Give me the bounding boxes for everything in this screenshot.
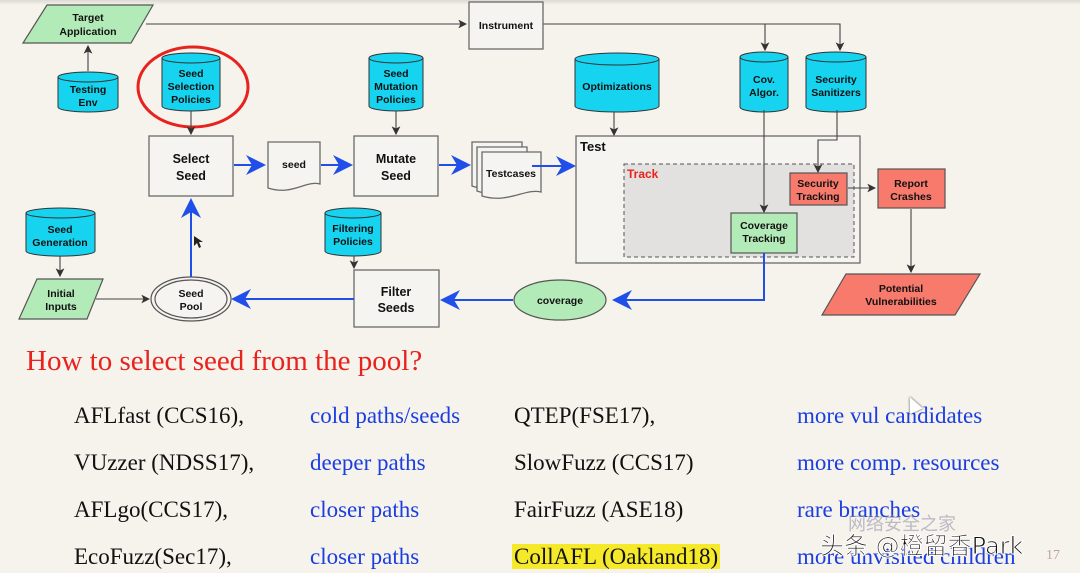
left-tool-1: AFLfast (CCS16),	[74, 403, 244, 428]
left-desc-3: closer paths	[310, 497, 420, 522]
target-application-label-1: Target	[72, 12, 104, 24]
left-desc-2: deeper paths	[310, 450, 426, 475]
filter-seeds-node: Filter Seeds	[353, 269, 440, 328]
left-tool-4: EcoFuzz(Sec17),	[74, 544, 232, 569]
ssp-label-3: Policies	[171, 94, 211, 106]
sec-tracking-label-1: Security	[797, 178, 839, 190]
testing-env-label-2: Env	[78, 97, 97, 109]
initial-inputs-label-2: Inputs	[45, 301, 77, 313]
optimizations-db: Optimizations	[574, 52, 660, 113]
testing-env-label-1: Testing	[70, 84, 107, 96]
coverage-node: coverage	[513, 279, 607, 321]
report-crashes-node: Report Crashes	[877, 168, 946, 209]
vulns-label-1: Potential	[879, 283, 923, 295]
cov-algor-label-1: Cov.	[753, 74, 775, 86]
initial-inputs-label-1: Initial	[47, 288, 75, 300]
filtering-label-2: Policies	[333, 236, 373, 248]
security-tracking-node: Security Tracking	[789, 172, 848, 206]
filter-seeds-label-2: Seeds	[378, 301, 415, 315]
smp-label-1: Seed	[383, 68, 408, 80]
seed-pool-label-1: Seed	[178, 288, 203, 300]
question-heading: How to select seed from the pool?	[26, 345, 423, 377]
report-crashes-label-2: Crashes	[890, 191, 932, 203]
select-seed-label-2: Seed	[176, 169, 206, 183]
cov-algor-db: Cov. Algor.	[739, 51, 789, 113]
seed-doc-label: seed	[282, 159, 306, 171]
vulns-label-2: Vulnerabilities	[865, 296, 937, 308]
left-tool-2: VUzzer (NDSS17),	[74, 450, 255, 475]
seed-pool-label-2: Pool	[180, 301, 203, 313]
seed-pool-node: Seed Pool	[150, 276, 232, 322]
track-label: Track	[627, 167, 659, 181]
right-tool-2: SlowFuzz (CCS17)	[514, 450, 694, 475]
ssp-label-1: Seed	[178, 68, 203, 80]
filter-seeds-label-1: Filter	[381, 285, 412, 299]
cov-tracking-label-2: Tracking	[742, 233, 785, 245]
mouse-cursor-icon	[194, 236, 203, 248]
coverage-label: coverage	[537, 295, 583, 307]
seed-document-node: seed	[267, 141, 321, 191]
optimizations-label: Optimizations	[582, 81, 652, 93]
instrument-label: Instrument	[479, 20, 534, 32]
right-desc-1: more vul candidates	[797, 403, 983, 428]
sec-tracking-label-2: Tracking	[796, 191, 839, 203]
ssp-label-2: Selection	[168, 81, 215, 93]
highlighted-tool-text: CollAFL (Oakland18)	[512, 544, 721, 569]
smp-label-3: Policies	[376, 94, 416, 106]
potential-vulnerabilities-node: Potential Vulnerabilities	[820, 273, 982, 316]
testing-env-db: Testing Env	[57, 71, 119, 113]
edge-sanitizers-to-sectracking	[813, 110, 838, 174]
edge-covtracking-to-coverage	[612, 253, 765, 310]
edge-instrument-to-sanitizers	[543, 23, 845, 52]
left-tool-3: AFLgo(CCS17),	[74, 497, 228, 522]
testcases-label: Testcases	[486, 168, 536, 180]
right-desc-3: rare branches	[797, 497, 921, 522]
filtering-label-1: Filtering	[332, 223, 373, 235]
right-tool-3: FairFuzz (ASE18)	[514, 497, 684, 522]
select-seed-label-1: Select	[173, 152, 211, 166]
initial-inputs-node: Initial Inputs	[18, 278, 104, 320]
seed-generation-label-2: Generation	[32, 237, 87, 249]
coverage-tracking-node: Coverage Tracking	[730, 212, 798, 254]
seed-selection-policies-db: Seed Selection Policies	[161, 52, 221, 112]
right-tool-1: QTEP(FSE17),	[514, 403, 656, 428]
filtering-policies-db: Filtering Policies	[324, 207, 382, 257]
instrument-node: Instrument	[468, 1, 544, 50]
sanitizers-label-1: Security	[815, 74, 857, 86]
target-application-label-2: Application	[59, 26, 116, 38]
cov-algor-label-2: Algor.	[749, 87, 779, 99]
right-desc-2: more comp. resources	[797, 450, 1000, 475]
mutate-seed-label-2: Seed	[381, 169, 411, 183]
watermark: 头条 @橙留香Park	[820, 532, 1024, 561]
sanitizers-label-2: Sanitizers	[811, 87, 861, 99]
security-sanitizers-db: Security Sanitizers	[805, 51, 867, 113]
seed-mutation-policies-db: Seed Mutation Policies	[368, 52, 424, 112]
test-label: Test	[580, 139, 606, 154]
watermark-faint: 网络安全之家	[848, 514, 956, 535]
report-crashes-label-1: Report	[894, 178, 928, 190]
right-desc-4: more unvisited children	[797, 544, 1016, 569]
cov-tracking-label-1: Coverage	[740, 220, 788, 232]
smp-label-2: Mutation	[374, 81, 418, 93]
mutate-seed-label-1: Mutate	[376, 152, 416, 166]
mutate-seed-node: Mutate Seed	[353, 135, 439, 197]
page-number: 17	[1046, 548, 1060, 563]
left-desc-1: cold paths/seeds	[310, 403, 461, 428]
testcases-node: Testcases	[471, 141, 542, 199]
left-desc-4: closer paths	[310, 544, 420, 569]
seed-generation-label-1: Seed	[47, 224, 72, 236]
right-tool-4-highlighted: CollAFL (Oakland18)	[512, 544, 721, 570]
fuzzing-workflow-diagram: Target Application Instrument Testing En…	[18, 1, 982, 328]
target-application-node: Target Application	[21, 4, 155, 44]
select-seed-node: Select Seed	[148, 135, 234, 197]
seed-generation-db: Seed Generation	[25, 207, 96, 257]
